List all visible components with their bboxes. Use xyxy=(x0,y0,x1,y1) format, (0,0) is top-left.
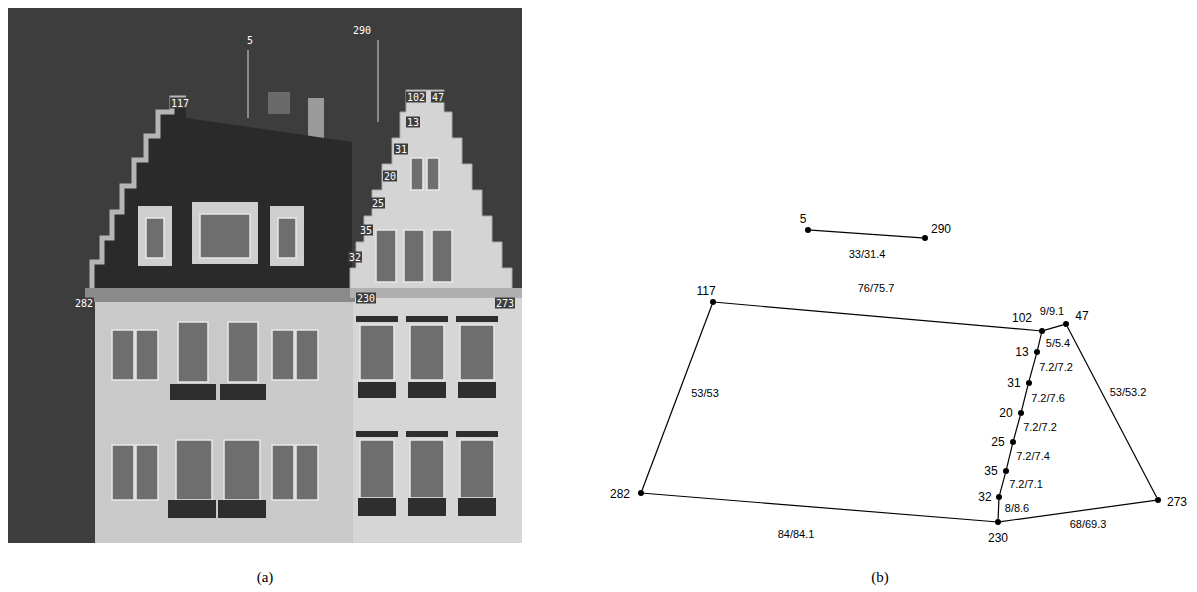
chimney xyxy=(268,92,290,114)
photo-point-number: 273 xyxy=(495,298,515,309)
point-number: 282 xyxy=(610,488,630,500)
point-number: 25 xyxy=(991,436,1004,448)
length-label: 33/31.4 xyxy=(848,248,887,261)
point-number: 5 xyxy=(800,213,807,225)
point-number: 102 xyxy=(1012,312,1032,324)
length-label: 8/8.6 xyxy=(1004,502,1030,515)
photo-point-number: 20 xyxy=(383,171,397,182)
photo-point-number: 290 xyxy=(352,25,372,36)
photo-point-number: 25 xyxy=(371,198,385,209)
photo-point-number: 13 xyxy=(406,117,420,128)
length-label: 5/5.4 xyxy=(1045,337,1071,350)
photo-point-number: 31 xyxy=(394,144,408,155)
edge-line xyxy=(1038,334,1042,349)
edge-line xyxy=(644,493,995,522)
photo-point-number: 230 xyxy=(356,293,376,304)
photo-point-number: 47 xyxy=(431,92,445,103)
antenna xyxy=(247,50,249,118)
length-label: 7.2/7.1 xyxy=(1008,478,1044,491)
point-number: 273 xyxy=(1167,496,1187,508)
survey-point: 5 xyxy=(805,227,811,233)
balcony xyxy=(168,316,498,518)
point-number: 35 xyxy=(984,465,997,477)
survey-point: 282 xyxy=(638,490,644,496)
survey-point: 102 xyxy=(1039,328,1045,334)
survey-point: 20 xyxy=(1018,410,1024,416)
point-number: 13 xyxy=(1015,346,1028,358)
length-label: 76/75.7 xyxy=(857,282,896,295)
edge-line xyxy=(1029,355,1036,380)
edge-line xyxy=(998,500,1000,519)
survey-point: 117 xyxy=(710,299,716,305)
point-number: 31 xyxy=(1007,377,1020,389)
length-label: 7.2/7.2 xyxy=(1038,361,1074,374)
photo-point-number: 5 xyxy=(246,35,254,46)
photo-point-number: 102 xyxy=(406,92,426,103)
length-label: 7.2/7.6 xyxy=(1030,392,1066,405)
length-label: 84/84.1 xyxy=(777,528,816,541)
survey-point: 230 xyxy=(995,519,1001,525)
length-label: 7.2/7.4 xyxy=(1015,450,1051,463)
survey-point: 32 xyxy=(996,494,1002,500)
edge-line xyxy=(1022,386,1028,410)
photo-point-number: 32 xyxy=(348,252,362,263)
length-label: 53/53.2 xyxy=(1109,386,1148,399)
point-number: 117 xyxy=(696,285,715,297)
panel-caption: (b) xyxy=(871,570,889,585)
window xyxy=(112,158,494,500)
length-label: 7.2/7.2 xyxy=(1022,421,1058,434)
edge-line xyxy=(1045,325,1063,330)
length-label: 9/9.1 xyxy=(1039,305,1065,318)
survey-point: 290 xyxy=(922,235,928,241)
survey-point: 31 xyxy=(1026,380,1032,386)
panel-caption: (a) xyxy=(257,570,274,585)
survey-point: 273 xyxy=(1155,497,1161,503)
edge-line xyxy=(1067,327,1156,498)
photo-point-number: 117 xyxy=(170,98,190,109)
point-number: 290 xyxy=(931,223,951,235)
antenna xyxy=(377,40,379,122)
edge-line xyxy=(1014,416,1020,439)
photo-point-number: 282 xyxy=(74,298,94,309)
edge-line xyxy=(716,302,1039,330)
point-number: 32 xyxy=(978,491,991,503)
length-label: 53/53 xyxy=(690,387,720,400)
survey-point: 47 xyxy=(1063,321,1069,327)
stepped-gable xyxy=(350,90,512,292)
roof xyxy=(92,98,352,288)
photo-point-number: 35 xyxy=(359,225,373,236)
survey-point: 13 xyxy=(1034,349,1040,355)
point-number: 230 xyxy=(988,532,1008,544)
point-number: 47 xyxy=(1075,310,1088,322)
cornice xyxy=(85,288,355,302)
length-label: 68/69.3 xyxy=(1069,518,1108,531)
point-number: 20 xyxy=(999,407,1012,419)
photo-ground xyxy=(8,8,522,543)
edge-line xyxy=(1000,474,1005,494)
edge-line xyxy=(1007,445,1013,468)
edge-line xyxy=(811,230,922,238)
survey-point: 35 xyxy=(1003,468,1009,474)
survey-point: 25 xyxy=(1010,439,1016,445)
